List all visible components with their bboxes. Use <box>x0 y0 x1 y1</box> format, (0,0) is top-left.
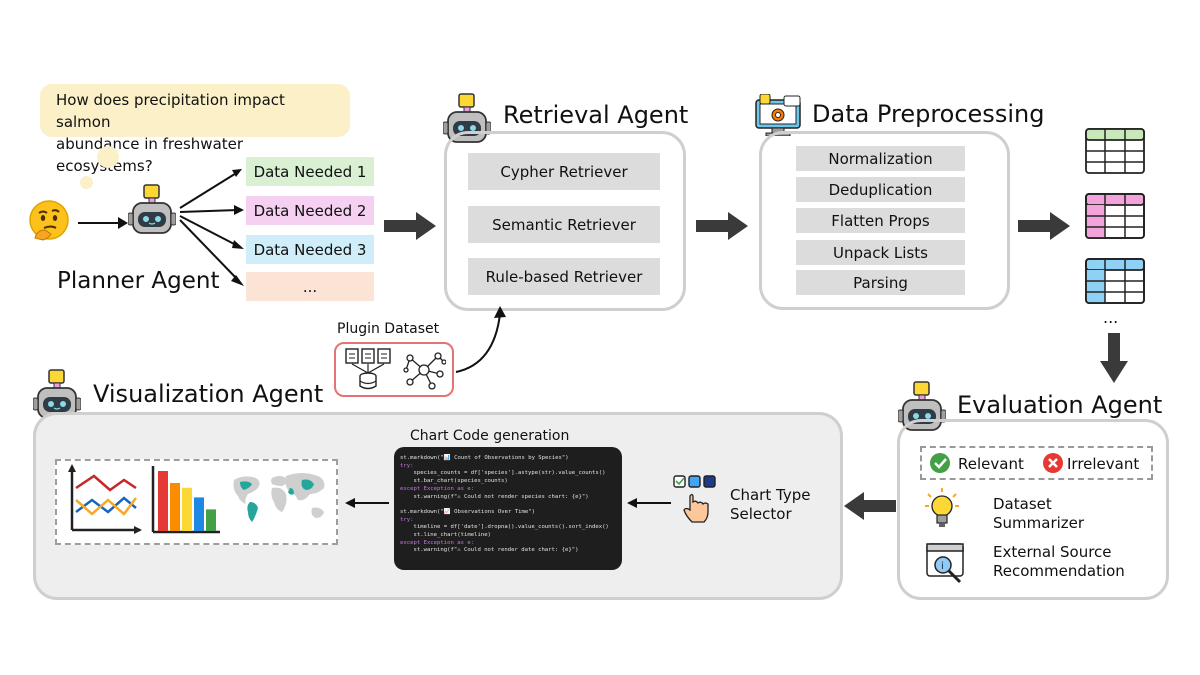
bar <box>158 471 168 531</box>
bar <box>194 497 204 531</box>
lightbulb-icon <box>925 488 959 527</box>
monitor-gear-icon <box>755 94 801 136</box>
thought-bubble-small <box>80 176 93 189</box>
code-line: st.warning(f"⚠ Could not render date cha… <box>400 547 579 554</box>
chart-type-selector-icon <box>673 475 716 523</box>
prep-deduplication: Deduplication <box>796 177 965 202</box>
plugin-dataset-box <box>334 342 454 397</box>
planner-robot-icon <box>128 184 176 234</box>
code-line: except Exception as e: <box>400 485 475 492</box>
cross-icon <box>1043 453 1063 473</box>
table-icon-green <box>1085 128 1145 174</box>
data-needed-3: Data Needed 3 <box>246 235 374 264</box>
code-line: st.markdown("📈 Observations Over Time") <box>400 508 535 515</box>
bar <box>206 509 216 531</box>
code-line: except Exception as e: <box>400 539 475 546</box>
external-line-2: Recommendation <box>993 562 1125 580</box>
prep-flatten-props: Flatten Props <box>796 208 965 233</box>
thought-bubble-large <box>97 146 119 168</box>
data-needed-2: Data Needed 2 <box>246 196 374 225</box>
external-line-1: External Source <box>993 543 1112 561</box>
external-source-icon: i <box>926 543 964 584</box>
world-map-icon <box>233 473 325 522</box>
summarizer-line-2: Summarizer <box>993 514 1085 532</box>
arrow-selector-to-code <box>627 498 671 508</box>
code-line <box>400 501 616 509</box>
code-line: st.markdown("📊 Count of Observations by … <box>400 455 569 461</box>
question-line-1: How does precipitation impact salmon <box>56 91 285 131</box>
arrow-tables-to-evaluation <box>1100 333 1128 383</box>
retriever-cypher: Cypher Retriever <box>468 153 660 190</box>
planner-fanout-arrows <box>179 169 244 286</box>
visualization-robot-icon <box>33 369 81 419</box>
arrow-preprocessing-to-tables <box>1018 212 1070 240</box>
code-line: st.bar_chart(species_counts) <box>400 478 508 485</box>
code-line: timeline = df['date'].dropna().value_cou… <box>400 524 609 531</box>
bar <box>182 487 192 531</box>
retrieval-agent-title: Retrieval Agent <box>503 101 689 129</box>
code-line: st.warning(f"⚠ Could not render species … <box>400 493 589 500</box>
retrieval-panel <box>444 131 686 311</box>
visualization-agent-title: Visualization Agent <box>93 380 324 408</box>
prep-normalization: Normalization <box>796 146 965 171</box>
evaluation-agent-title: Evaluation Agent <box>957 391 1163 419</box>
code-line: try: <box>400 462 414 469</box>
bar-group <box>158 471 216 531</box>
arrow-evaluation-to-visualization <box>844 492 896 520</box>
arrow-face-to-planner <box>78 217 128 229</box>
prep-parsing: Parsing <box>796 270 965 295</box>
irrelevant-label: Irrelevant <box>1067 455 1140 473</box>
tables-ellipsis: ... <box>1103 308 1119 327</box>
data-needed-more: ... <box>246 272 374 301</box>
svg-text:i: i <box>941 561 944 572</box>
arrow-planner-to-retrieval <box>384 212 436 240</box>
bar <box>170 483 180 531</box>
check-icon <box>930 453 950 473</box>
selector-line-2: Selector <box>730 505 792 523</box>
retriever-rule-based: Rule-based Retriever <box>468 258 660 295</box>
arrow-code-to-charts <box>345 498 389 508</box>
line-chart-icon <box>68 464 142 534</box>
table-icon-blue <box>1085 258 1145 304</box>
preprocessing-panel <box>759 131 1010 310</box>
arrow-retrieval-to-preprocessing <box>696 212 748 240</box>
code-line: species_counts = df['species'].astype(st… <box>400 470 606 477</box>
data-needed-1: Data Needed 1 <box>246 157 374 186</box>
thinking-face-icon <box>29 200 69 241</box>
summarizer-line-1: Dataset <box>993 495 1052 513</box>
prep-unpack-lists: Unpack Lists <box>796 240 965 265</box>
question-bubble: How does precipitation impact salmon abu… <box>40 84 350 175</box>
relevant-label: Relevant <box>958 455 1024 473</box>
arrow-plugin-to-retrieval <box>455 306 506 373</box>
database-icon <box>345 348 391 390</box>
planner-agent-title: Planner Agent <box>57 268 220 294</box>
code-line: st.line_chart(timeline) <box>400 532 491 539</box>
retriever-semantic: Semantic Retriever <box>468 206 660 243</box>
evaluation-panel <box>897 419 1169 600</box>
bar-chart-icon <box>151 466 220 534</box>
preprocessing-title: Data Preprocessing <box>812 100 1045 128</box>
plugin-dataset-label: Plugin Dataset <box>337 321 440 337</box>
table-icon-pink <box>1085 193 1145 239</box>
graph-network-icon <box>403 352 446 390</box>
relevance-box <box>920 446 1153 480</box>
chart-code-label: Chart Code generation <box>410 428 570 444</box>
code-block: st.markdown("📊 Count of Observations by … <box>394 447 622 570</box>
selector-line-1: Chart Type <box>730 486 811 504</box>
code-line: try: <box>400 516 414 523</box>
